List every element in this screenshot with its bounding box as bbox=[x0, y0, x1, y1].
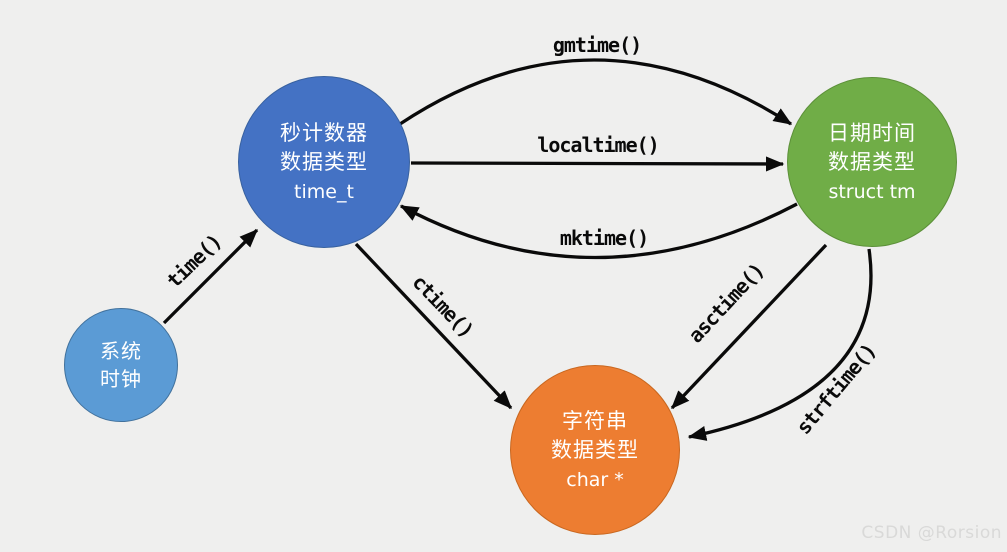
node-struct-tm: 日期时间 数据类型 struct tm bbox=[787, 77, 957, 247]
node-label: 数据类型 bbox=[828, 150, 916, 174]
arrow-label-gmtime: gmtime() bbox=[552, 33, 642, 57]
arrow-localtime bbox=[410, 156, 785, 172]
node-code-label: time_t bbox=[294, 181, 354, 203]
arrow-gmtime bbox=[399, 58, 793, 126]
arrow-label-localtime: localtime() bbox=[537, 133, 659, 157]
node-char-ptr: 字符串 数据类型 char * bbox=[510, 365, 680, 535]
node-time-t: 秒计数器 数据类型 time_t bbox=[238, 76, 410, 248]
arrow-time bbox=[162, 228, 259, 325]
watermark: CSDN @Rorsion bbox=[861, 523, 1002, 543]
node-label: 秒计数器 bbox=[280, 121, 368, 145]
node-label: 日期时间 bbox=[828, 121, 916, 145]
node-system-clock: 系统 时钟 bbox=[64, 308, 178, 422]
arrow-asctime bbox=[670, 243, 828, 410]
node-code-label: struct tm bbox=[828, 181, 916, 203]
arrow-ctime bbox=[354, 242, 513, 410]
node-label: 系统 bbox=[100, 339, 142, 363]
node-label: 数据类型 bbox=[551, 438, 639, 462]
node-label: 数据类型 bbox=[280, 150, 368, 174]
node-code-label: char * bbox=[566, 469, 624, 491]
arrow-mktime bbox=[399, 202, 798, 260]
node-label: 时钟 bbox=[100, 367, 142, 391]
arrow-strftime bbox=[687, 248, 873, 441]
arrow-label-mktime: mktime() bbox=[559, 226, 649, 250]
node-label: 字符串 bbox=[562, 409, 628, 433]
